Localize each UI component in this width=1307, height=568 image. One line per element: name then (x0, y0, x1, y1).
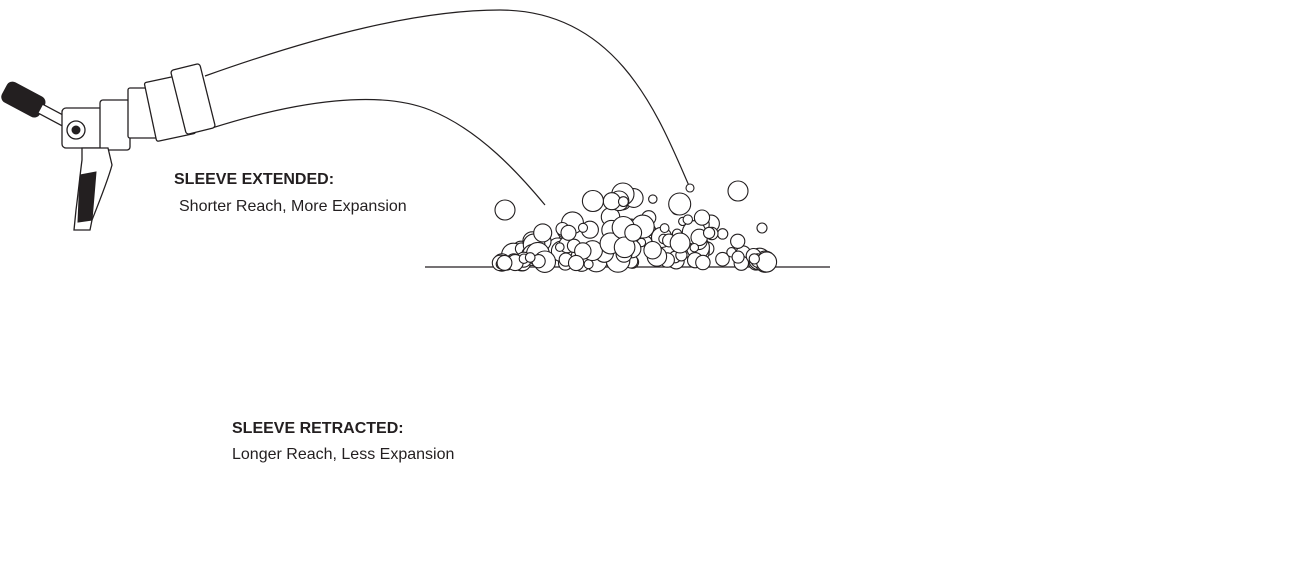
extended-foam-bubble (554, 242, 565, 252)
extended-foam-bubble (494, 199, 516, 221)
extended-foam-bubble (583, 259, 594, 270)
extended-foam-bubble (602, 192, 621, 211)
extended-foam-bubble (613, 236, 636, 259)
extended-foam-bubble (624, 223, 643, 242)
extended-foam-bubble (533, 223, 553, 243)
extended-foam-bubble (648, 194, 658, 204)
retracted-caption: Longer Reach, Less Expansion (232, 446, 455, 463)
extended-foam-bubble (689, 242, 700, 253)
extended-foam-bubble (702, 226, 716, 240)
extended-foam-bubble (716, 228, 729, 240)
extended-title: SLEEVE EXTENDED: (174, 171, 335, 188)
extended-foam-bubble (669, 232, 691, 254)
extended-foam-bubble (748, 253, 760, 265)
extended-foam-bubble (756, 251, 778, 273)
extended-foam-bubble (668, 192, 692, 216)
extended-foam-bubble (496, 254, 513, 271)
extended-foam-bubble (659, 223, 670, 234)
extended-foam-bubble (524, 252, 536, 263)
extended-foam-bubble (581, 189, 604, 213)
extended-foam-bubble (730, 233, 746, 249)
extended-foam-bubble (577, 222, 589, 233)
extended-caption: Shorter Reach, More Expansion (179, 198, 407, 215)
extended-foam-bubble (731, 250, 745, 264)
extended-stream-lower (211, 98, 546, 206)
extended-foam-bubble (617, 196, 629, 208)
extended-foam-bubble (695, 254, 711, 271)
extended-foam-bubble (685, 183, 695, 193)
retracted-title: SLEEVE RETRACTED: (232, 420, 404, 437)
extended-panel (1, 9, 830, 273)
extended-foam-bubble (715, 251, 730, 267)
extended-foam-bubble (643, 240, 662, 260)
extended-foam-bubble (560, 224, 577, 241)
extended-foam-bubble (727, 180, 749, 202)
extended-foam-bubble (567, 254, 585, 272)
extended-foam-bubble (693, 209, 711, 226)
extended-foam-bubble (682, 214, 694, 225)
extended-stream-upper (204, 9, 691, 189)
extended-foam-bubble (756, 222, 768, 234)
extended-nozzle (1, 63, 216, 231)
extended-foam-pile (491, 180, 778, 273)
